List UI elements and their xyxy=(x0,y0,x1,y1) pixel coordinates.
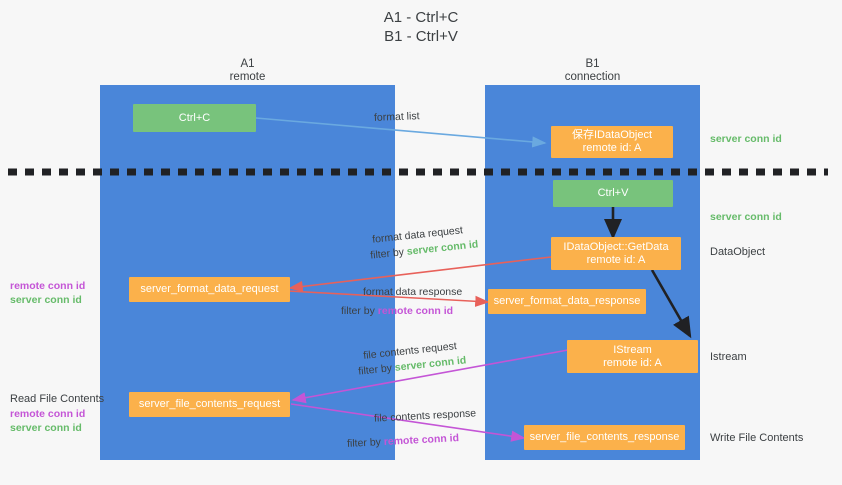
edge-label-format-data-response: format data response xyxy=(363,285,462,299)
filter-prefix: filter by xyxy=(357,361,396,378)
node-server-file-contents-request-label: server_file_contents_request xyxy=(138,398,281,410)
lane-a1-name: A1 xyxy=(240,58,255,70)
node-ctrl-c-label: Ctrl+C xyxy=(178,111,211,124)
node-ctrl-c[interactable]: Ctrl+C xyxy=(133,104,256,132)
filter-value-remote-conn-id: remote conn id xyxy=(383,432,460,448)
annotation-server-conn-id-1: server conn id xyxy=(10,294,82,306)
node-save-idataobject[interactable]: 保存IDataObject remote id: A xyxy=(551,126,673,158)
node-server-format-data-request-label: server_format_data_request xyxy=(140,283,279,295)
edge-label-format-data-response-filter: filter by remote conn id xyxy=(341,304,453,318)
edge-label-format-list: format list xyxy=(374,109,420,125)
node-save-idataobject-label: 保存IDataObject xyxy=(571,129,653,141)
annotation-remote-conn-id-2: remote conn id xyxy=(10,408,86,420)
annotation-dataobject: DataObject xyxy=(710,245,765,259)
lane-b1-name: B1 xyxy=(585,58,600,70)
node-server-format-data-request[interactable]: server_format_data_request xyxy=(129,277,290,302)
lane-header-b1: B1 connection xyxy=(485,58,700,84)
node-server-file-contents-response[interactable]: server_file_contents_response xyxy=(524,425,685,450)
filter-prefix: filter by xyxy=(346,436,385,450)
title-line-1: A1 - Ctrl+C xyxy=(383,9,459,26)
node-istream-sub: remote id: A xyxy=(603,356,662,369)
lane-b1-sub: connection xyxy=(564,71,621,83)
annotation-server-conn-id-top-text: server conn id xyxy=(710,133,782,145)
lane-a1-sub: remote xyxy=(229,71,266,83)
annotation-write-file-contents-text: Write File Contents xyxy=(710,432,804,444)
annotation-dataobject-text: DataObject xyxy=(710,246,766,258)
title-line-2: B1 - Ctrl+V xyxy=(384,28,458,45)
annotation-read-file-contents: Read File Contents xyxy=(10,393,105,405)
node-istream-label: IStream xyxy=(613,343,652,356)
node-idataobject-getdata[interactable]: IDataObject::GetData remote id: A xyxy=(551,237,681,270)
edge-label-format-data-response-text: format data response xyxy=(363,286,463,298)
annotation-left-conn-ids-format: remote conn id server conn id xyxy=(10,279,85,307)
node-server-format-data-response-label: server_format_data_response xyxy=(493,295,641,307)
annotation-istream: Istream xyxy=(710,350,747,364)
annotation-server-conn-id-second-text: server conn id xyxy=(710,211,782,223)
node-save-idataobject-sub: remote id: A xyxy=(582,142,642,154)
annotation-server-conn-id-second: server conn id xyxy=(710,210,782,224)
node-idataobject-getdata-label: IDataObject::GetData xyxy=(563,240,669,253)
node-ctrl-v-label: Ctrl+V xyxy=(597,187,629,199)
annotation-write-file-contents: Write File Contents xyxy=(710,431,803,445)
annotation-left-read-file-contents-group: Read File Contents remote conn id server… xyxy=(10,392,104,435)
filter-value-remote-conn-id: remote conn id xyxy=(377,305,454,317)
annotation-server-conn-id-top: server conn id xyxy=(710,132,782,146)
filter-prefix: filter by xyxy=(369,245,408,262)
node-istream[interactable]: IStream remote id: A xyxy=(567,340,698,373)
node-ctrl-v[interactable]: Ctrl+V xyxy=(553,180,673,207)
lane-header-a1: A1 remote xyxy=(100,58,395,84)
node-server-file-contents-response-label: server_file_contents_response xyxy=(529,431,680,443)
annotation-remote-conn-id-1: remote conn id xyxy=(10,280,86,292)
node-server-format-data-response[interactable]: server_format_data_response xyxy=(488,289,646,314)
annotation-istream-text: Istream xyxy=(710,351,747,363)
filter-prefix: filter by xyxy=(341,305,378,317)
edge-label-format-list-text: format list xyxy=(373,110,420,124)
node-idataobject-getdata-sub: remote id: A xyxy=(586,253,646,266)
annotation-server-conn-id-2: server conn id xyxy=(10,422,82,434)
page-title: A1 - Ctrl+C B1 - Ctrl+V xyxy=(0,8,842,46)
node-server-file-contents-request[interactable]: server_file_contents_request xyxy=(129,392,290,417)
edge-label-file-contents-response-text: file contents response xyxy=(373,407,477,425)
